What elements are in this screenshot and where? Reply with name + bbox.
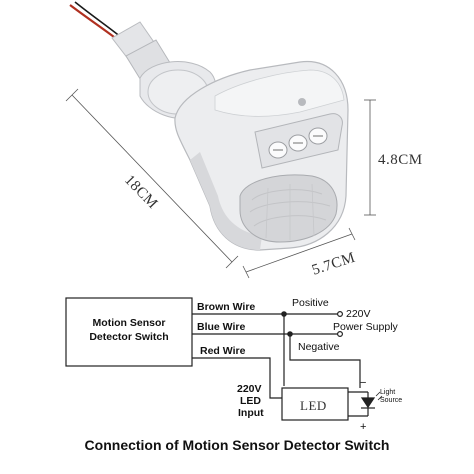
diode-icon xyxy=(360,391,383,409)
minus-sign: − xyxy=(360,377,366,389)
knob-icon xyxy=(308,127,328,145)
blue-wire-label: Blue Wire xyxy=(197,321,245,333)
positive-terminal xyxy=(337,311,344,318)
negative-terminal xyxy=(337,331,344,338)
voltage-label: 220V xyxy=(346,308,371,320)
red-wire-label: Red Wire xyxy=(200,345,246,357)
height-label: 4.8CM xyxy=(378,152,423,168)
width-label: 5.7CM xyxy=(310,250,357,279)
length-label: 18CM xyxy=(121,172,161,212)
brown-wire-label: Brown Wire xyxy=(197,301,255,313)
knob-icon xyxy=(268,141,288,159)
negative-label: Negative xyxy=(298,341,340,353)
caption: Connection of Motion Sensor Detector Swi… xyxy=(85,437,390,453)
light-source-line1: Light xyxy=(380,389,395,396)
power-supply-label: Power Supply xyxy=(333,321,399,333)
led-input-line1: LED xyxy=(240,395,261,407)
dimension-height: 4.8CM xyxy=(364,99,423,216)
device-label-line2: Detector Switch xyxy=(89,331,168,343)
led-box xyxy=(281,387,349,421)
light-source-line2: Source xyxy=(380,397,402,404)
positive-label: Positive xyxy=(292,297,329,309)
led-input-voltage: 220V xyxy=(237,383,262,395)
plus-sign: + xyxy=(360,421,366,433)
motion-sensor-device xyxy=(69,1,349,251)
led-input-line2: Input xyxy=(238,407,264,419)
pir-lens xyxy=(239,174,338,243)
device-label-line1: Motion Sensor xyxy=(93,317,166,329)
wiring-diagram xyxy=(65,297,383,421)
device-box xyxy=(65,297,193,367)
led-box-label: LED xyxy=(300,398,327,413)
knob-icon xyxy=(288,134,308,152)
